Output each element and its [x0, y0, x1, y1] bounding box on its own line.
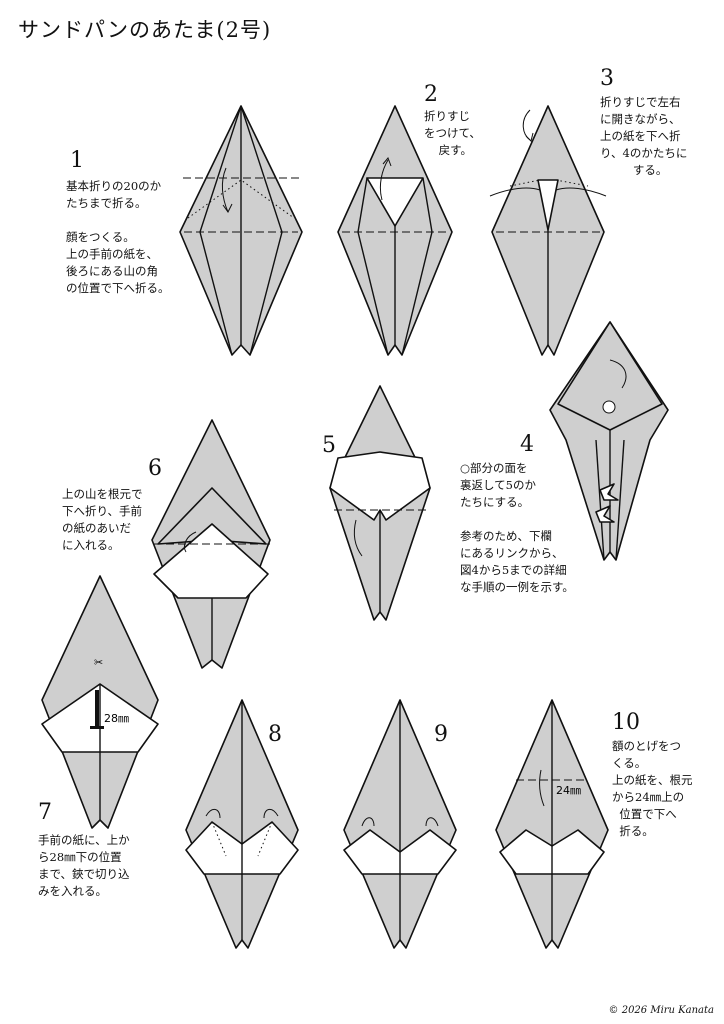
step-7-diagram: ✂ 28㎜ [41, 575, 159, 829]
step-8-diagram [185, 699, 299, 949]
step-number-10: 10 [612, 710, 640, 735]
step-5-diagram [329, 385, 431, 621]
step-3-instructions: 折りすじで左右 に開きながら、 上の紙を下へ折 り、4のかたちに する。 [600, 95, 688, 177]
step-4-instructions: ○部分の面を 裏返して5のか たちにする。 参考のため、下欄 にあるリンクから、… [460, 461, 574, 594]
step-2-instructions: 折りすじ をつけて、 戻す。 [424, 109, 481, 157]
step-1-instructions: 基本折りの20のか たちまで折る。 顔をつくる。 上の手前の紙を、 後ろにある山… [66, 179, 170, 295]
step-number-6: 6 [148, 456, 162, 481]
step-6-diagram [151, 419, 271, 669]
step-1-diagram [179, 105, 303, 356]
scissors-icon: ✂ [94, 656, 103, 669]
step-4-diagram [549, 321, 669, 561]
step-number-1: 1 [70, 148, 84, 173]
cut-length-label: 28㎜ [104, 712, 129, 725]
page-title: サンドパンのあたま(2号) [18, 18, 272, 42]
step-number-2: 2 [424, 82, 438, 107]
step-number-3: 3 [600, 66, 614, 91]
step-2-diagram [337, 105, 453, 356]
step-10-diagram: 24㎜ [495, 699, 609, 949]
step-7-instructions: 手前の紙に、上か ら28㎜下の位置 まで、鋏で切り込 みを入れる。 [38, 833, 130, 898]
step-number-9: 9 [434, 722, 448, 747]
step-number-4: 4 [520, 432, 534, 457]
step-number-8: 8 [268, 722, 282, 747]
fold-height-label: 24㎜ [556, 784, 581, 797]
step-10-instructions: 額のとげをつ くる。 上の紙を、根元 から24㎜上の 位置で下へ 折る。 [612, 739, 693, 838]
step-9-diagram [343, 699, 457, 949]
step-6-instructions: 上の山を根元で 下へ折り、手前 の紙のあいだ に入れる。 [62, 487, 143, 552]
flip-circle-icon [602, 400, 616, 414]
step-3-diagram [489, 105, 607, 356]
step-number-7: 7 [38, 800, 52, 825]
step-number-5: 5 [322, 433, 336, 458]
copyright: © 2026 Miru Kanata [608, 1005, 714, 1016]
arrow-icon [599, 483, 619, 501]
